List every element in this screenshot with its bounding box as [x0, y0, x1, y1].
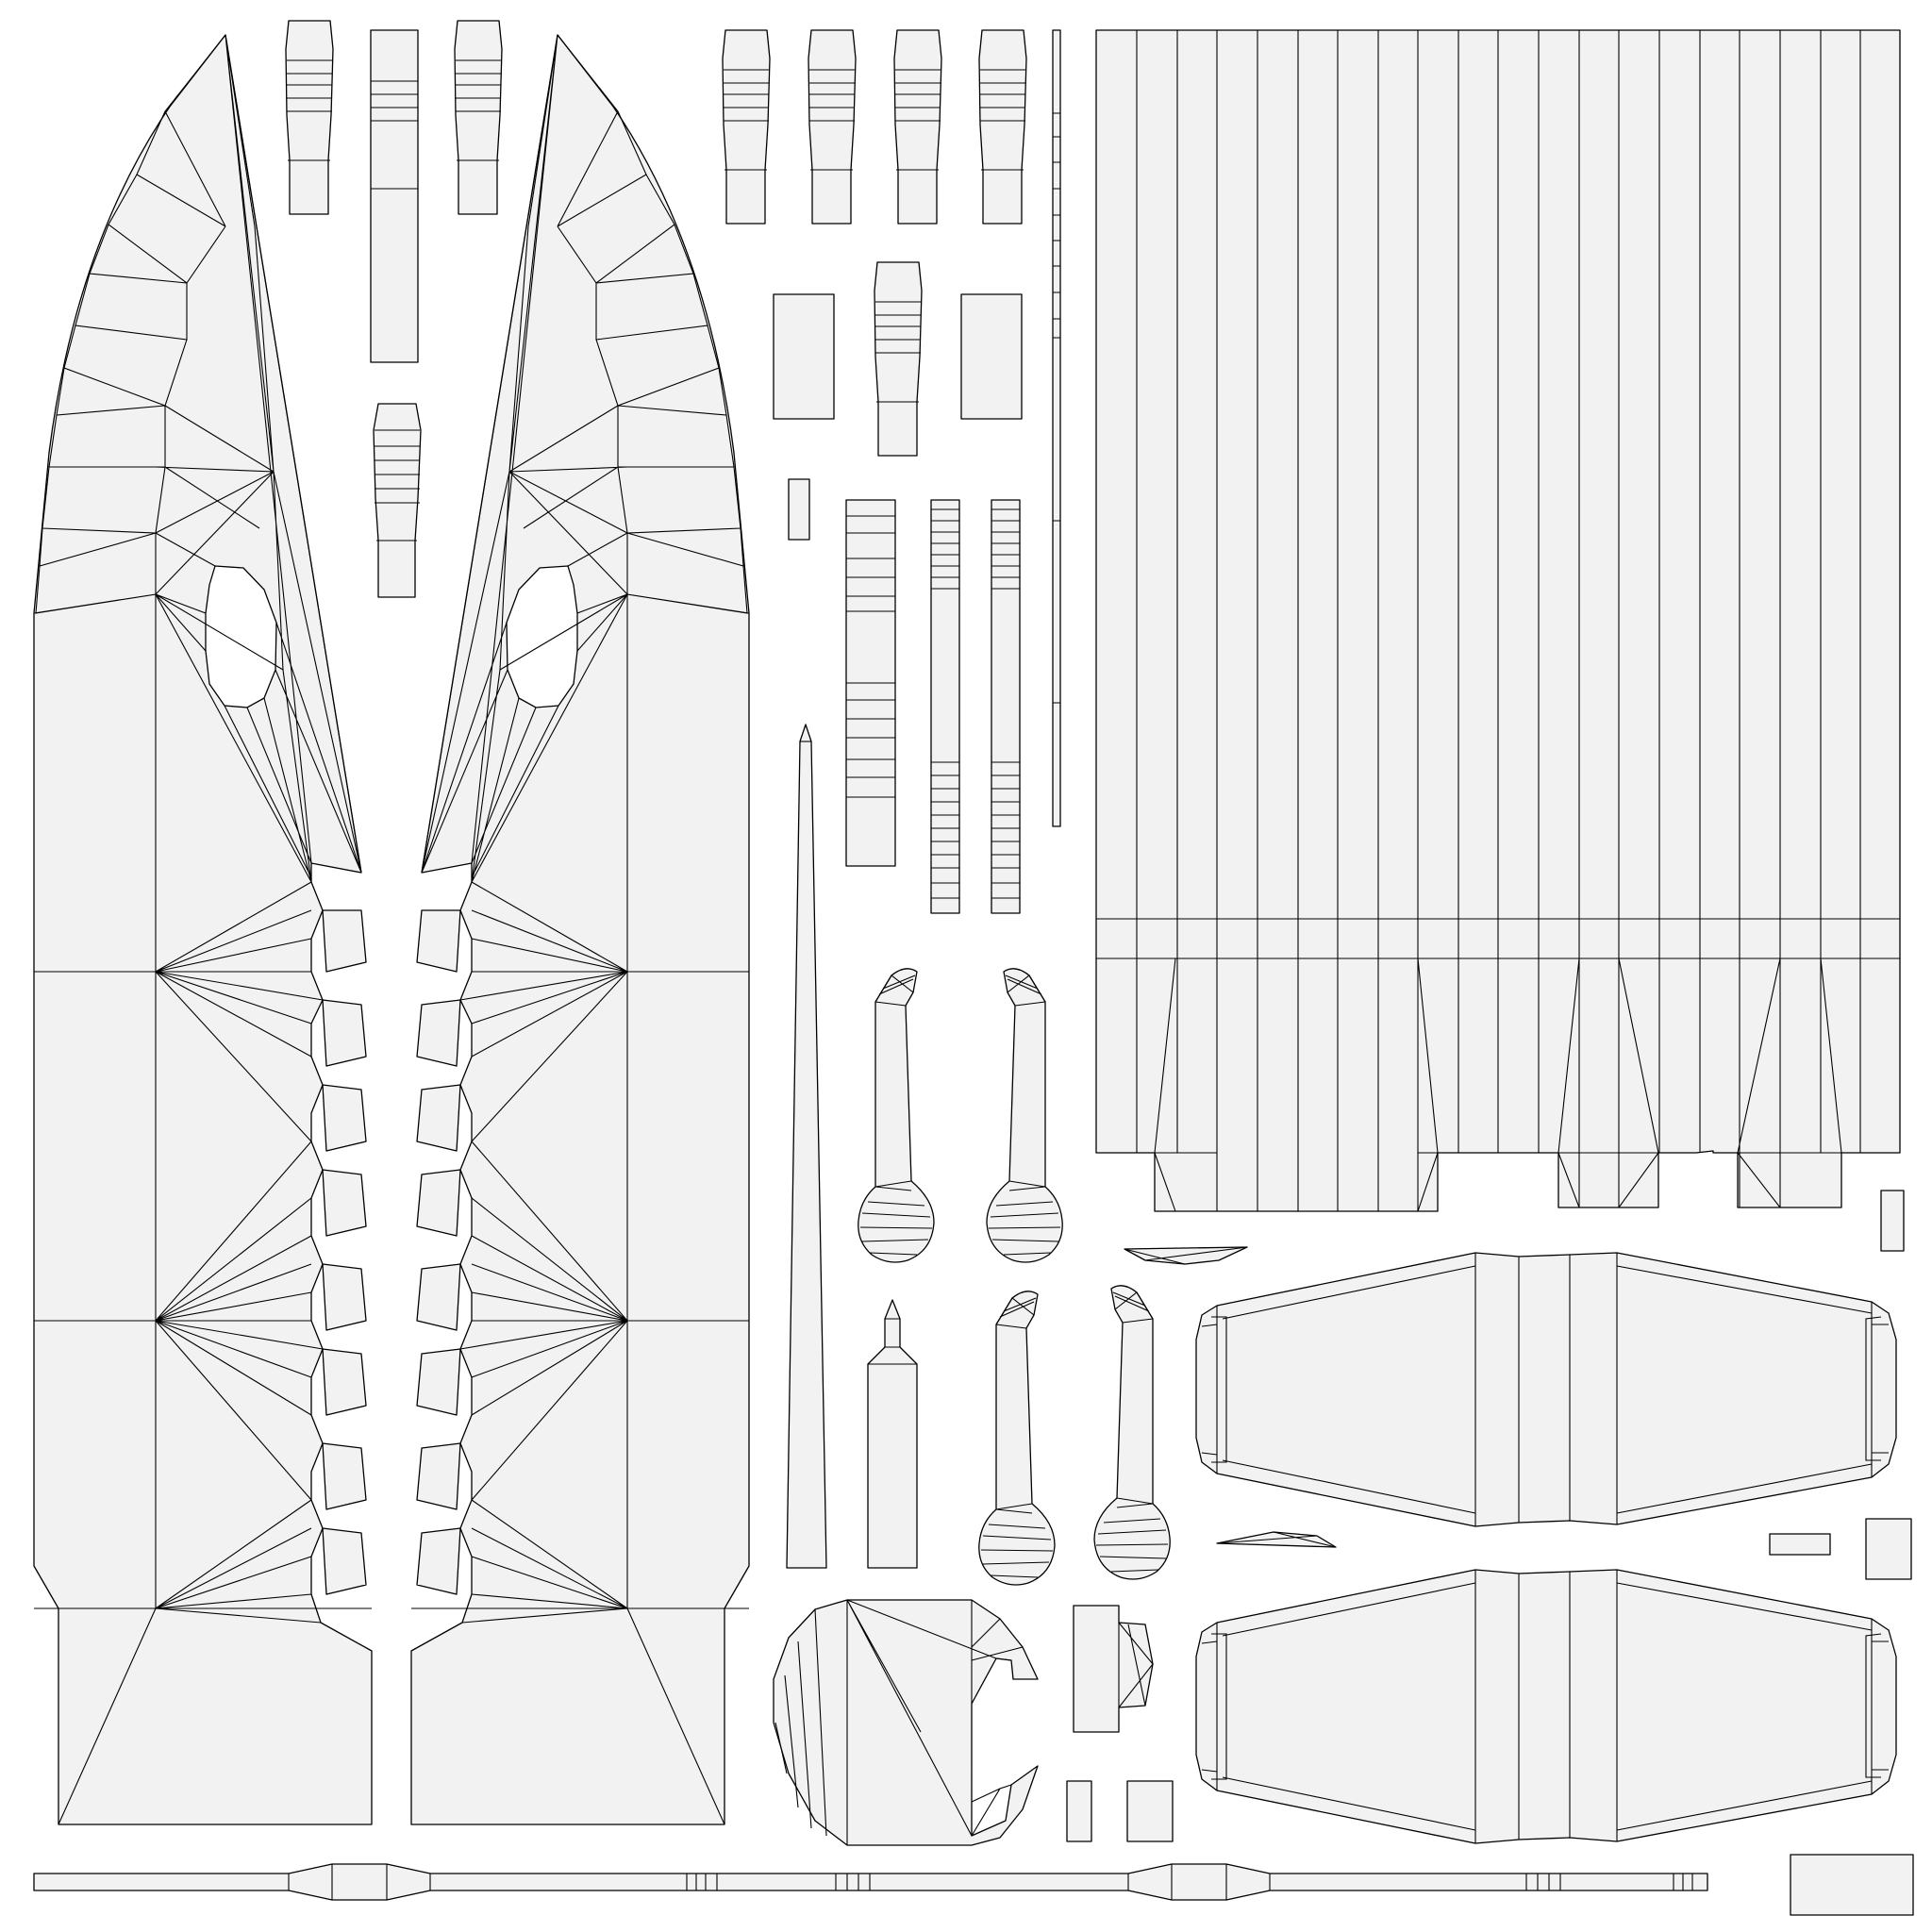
- uv-island-wing-upper: [1195, 1252, 1897, 1527]
- uv-island-round-base-posts: [858, 968, 1171, 1586]
- uv-island-hull-right: [410, 34, 750, 1825]
- uv-island-tall-spike: [786, 724, 827, 1569]
- uv-island-hull-left-teeth: [322, 909, 367, 1595]
- uv-island-hull-left: [33, 34, 373, 1825]
- uv-island-bullet-post: [867, 1299, 918, 1569]
- uv-island-banded-strips: [845, 499, 1021, 914]
- uv-island-small-box: [1073, 1605, 1154, 1733]
- uv-island-tall-banded-strip: [370, 29, 419, 363]
- uv-island-stripe-sheet: [1095, 29, 1901, 1212]
- uv-island-round-clamp: [773, 1599, 1039, 1846]
- uv-island-small-tapered-posts: [285, 20, 1027, 598]
- uv-island-horizontal-rod: [33, 1863, 1708, 1901]
- uv-island-wing-lower: [1195, 1569, 1897, 1844]
- uv-island-plain-rects: [773, 293, 1914, 1916]
- uv-island-thin-vertical-strip: [1052, 29, 1061, 827]
- uv-island-slivers: [1124, 1246, 1337, 1548]
